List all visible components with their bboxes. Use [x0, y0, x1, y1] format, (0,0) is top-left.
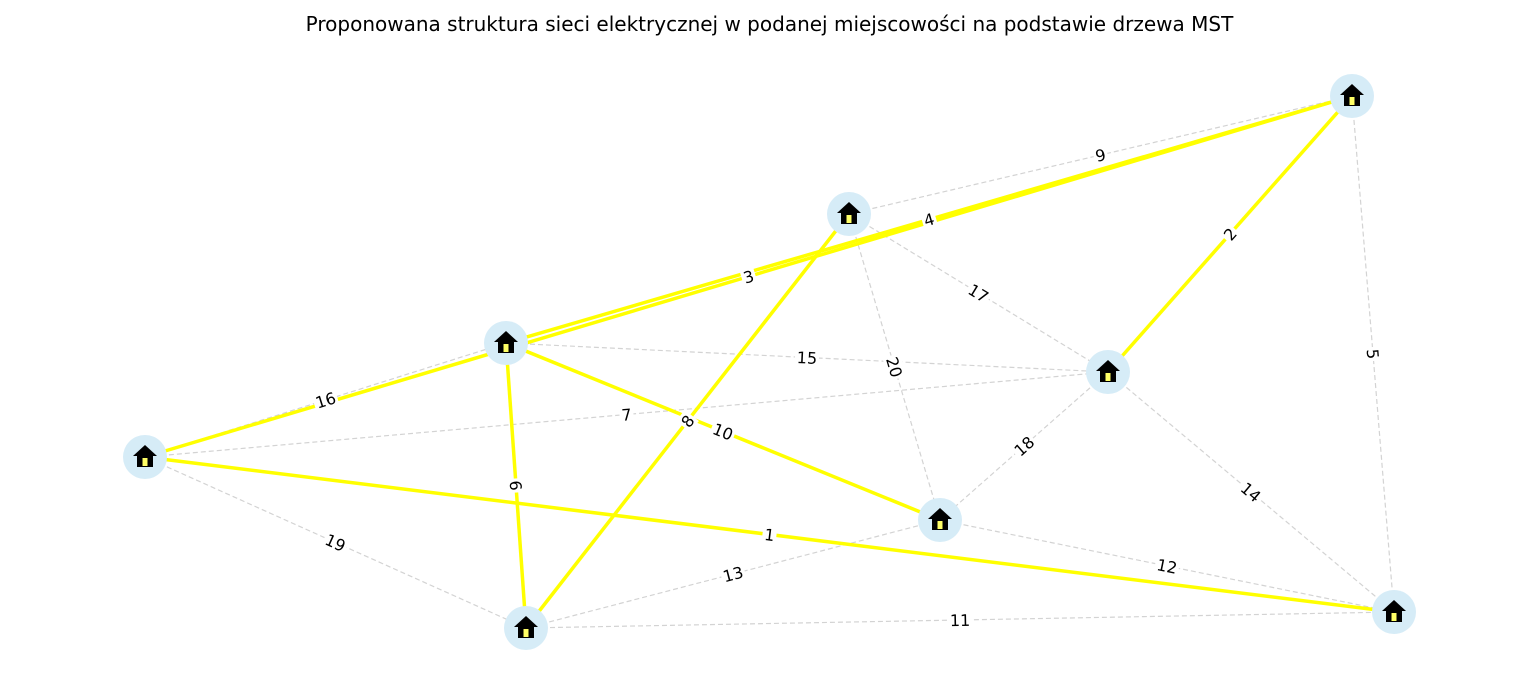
house-node — [1372, 590, 1416, 634]
edge-13 — [525, 519, 941, 629]
edge-label-bg — [719, 562, 747, 586]
edge-label-bg — [1218, 222, 1242, 246]
edge-15 — [505, 342, 1109, 373]
edge-label-6: 6 — [506, 477, 526, 494]
house-icon — [494, 331, 518, 353]
edge-17 — [848, 213, 1109, 373]
edge-label-bg — [761, 524, 778, 545]
edge-label-bg — [618, 404, 635, 425]
edge-label-bg — [1091, 144, 1110, 166]
edge-weight: 15 — [796, 348, 817, 368]
house-nodes — [123, 74, 1416, 650]
edge-weight: 7 — [621, 405, 633, 425]
edge-weight: 12 — [1155, 555, 1179, 578]
edge-12 — [939, 519, 1395, 613]
edge-label-bg — [506, 477, 526, 494]
edge-label-bg — [320, 529, 351, 556]
edge-label-bg — [708, 418, 738, 445]
edge-label-13: 13 — [719, 562, 747, 586]
house-icon — [514, 616, 538, 638]
edge-label-14: 14 — [1236, 477, 1266, 507]
edge-weight: 14 — [1237, 479, 1265, 507]
edge-label-16: 16 — [311, 387, 340, 413]
edge-weight: 1 — [763, 525, 775, 545]
house-icon — [133, 445, 157, 467]
edge-label-12: 12 — [1153, 554, 1181, 578]
edge-label-4: 4 — [919, 208, 939, 231]
house-node — [1086, 350, 1130, 394]
edge-label-10: 10 — [708, 418, 738, 445]
house-node — [484, 321, 528, 365]
edge-label-bg — [882, 352, 907, 382]
house-node — [504, 606, 548, 650]
edge-20 — [848, 213, 941, 521]
edge-label-15: 15 — [794, 347, 820, 368]
house-node — [827, 192, 871, 236]
house-node — [123, 435, 167, 479]
edge-label-bg — [739, 265, 758, 288]
edge-18 — [939, 371, 1109, 521]
edge-label-11: 11 — [947, 610, 973, 630]
edge-weight: 5 — [1363, 348, 1383, 360]
edge-label-bg — [1009, 431, 1039, 461]
house-icon — [1382, 600, 1406, 622]
edge-label-17: 17 — [963, 279, 994, 307]
edge-label-3: 3 — [739, 265, 758, 288]
edge-label-bg — [1153, 554, 1181, 578]
edge-weight: 9 — [1093, 145, 1107, 166]
edge-label-bg — [919, 208, 939, 231]
edge-label-1: 1 — [761, 524, 778, 545]
house-icon — [837, 202, 861, 224]
house-node — [918, 498, 962, 542]
edge-weight: 11 — [950, 611, 971, 630]
edge-weight: 4 — [922, 209, 937, 230]
edge-weight: 17 — [965, 280, 992, 307]
house-node — [1330, 74, 1374, 118]
edge-label-bg — [1236, 477, 1266, 507]
house-icon — [1096, 360, 1120, 382]
edge-label-20: 20 — [882, 352, 907, 382]
house-icon — [928, 508, 952, 530]
edge-label-9: 9 — [1091, 144, 1110, 166]
edge-label-5: 5 — [1363, 346, 1383, 362]
edge-16 — [144, 342, 507, 458]
edge-label-bg — [794, 347, 820, 368]
edge-weight: 19 — [322, 530, 348, 556]
diagram-title: Proponowana struktura sieci elektrycznej… — [305, 12, 1234, 36]
edge-label-bg — [676, 409, 699, 433]
edge-label-bg — [1363, 346, 1383, 362]
edge-label-7: 7 — [618, 404, 635, 425]
edge-label-bg — [947, 610, 973, 630]
edge-weight: 6 — [506, 480, 526, 491]
edge-label-19: 19 — [320, 529, 351, 556]
house-icon — [1340, 84, 1364, 106]
edge-weight: 13 — [721, 563, 745, 587]
edge-label-bg — [311, 387, 340, 413]
edge-label-bg — [963, 279, 994, 307]
